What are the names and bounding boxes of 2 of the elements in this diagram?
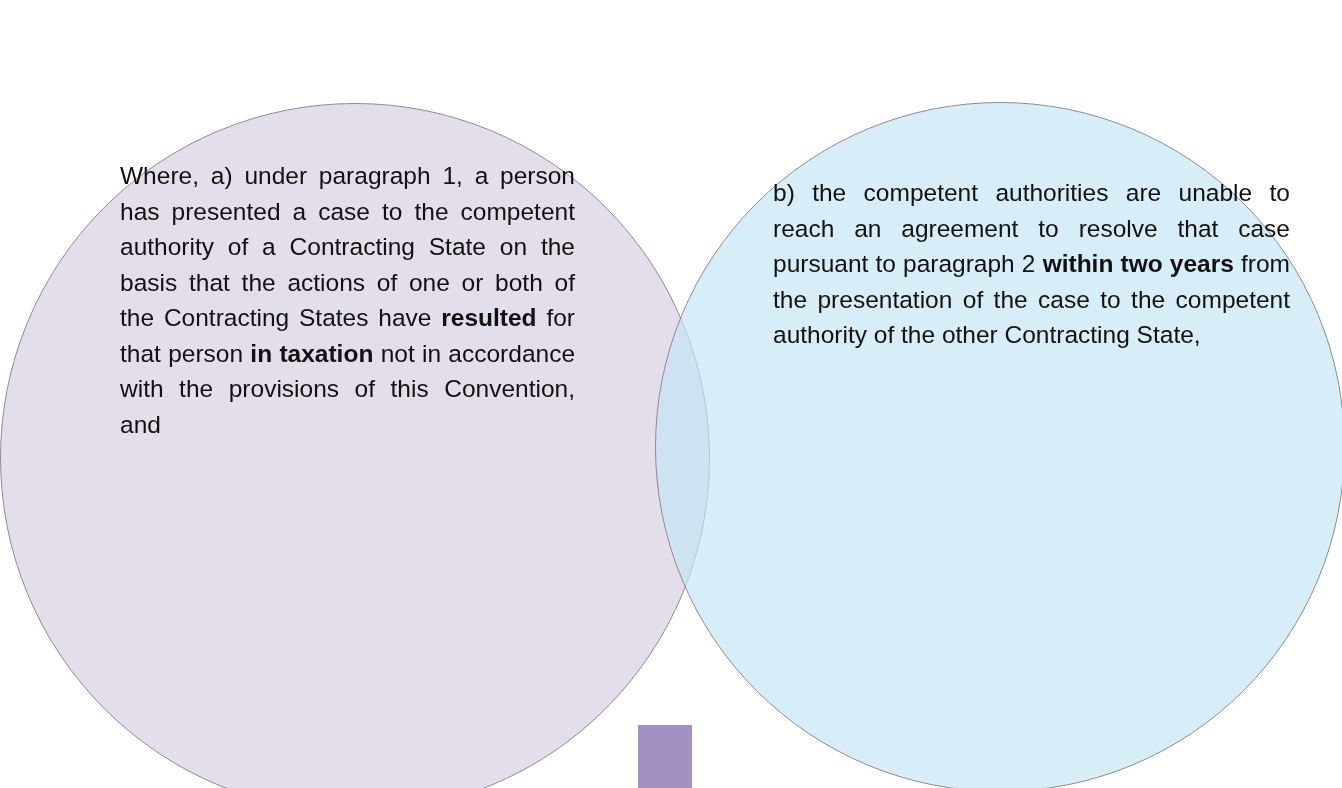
paragraph-text: Where, a) under paragraph 1, a person has presented a case to the competent authority of a Contracting State on the basis that the actions of one or both of the Contracting States have resulted for that person in taxation not in accordance with the provisions of this Convention, and (120, 161, 575, 440)
paragraph-text: b) the competent authorities are unable to reach an agreement to resolve that case pursuant to paragraph 2 within two years from the presentation of the case to the competent authority of the other Contracting State, (773, 178, 1290, 350)
